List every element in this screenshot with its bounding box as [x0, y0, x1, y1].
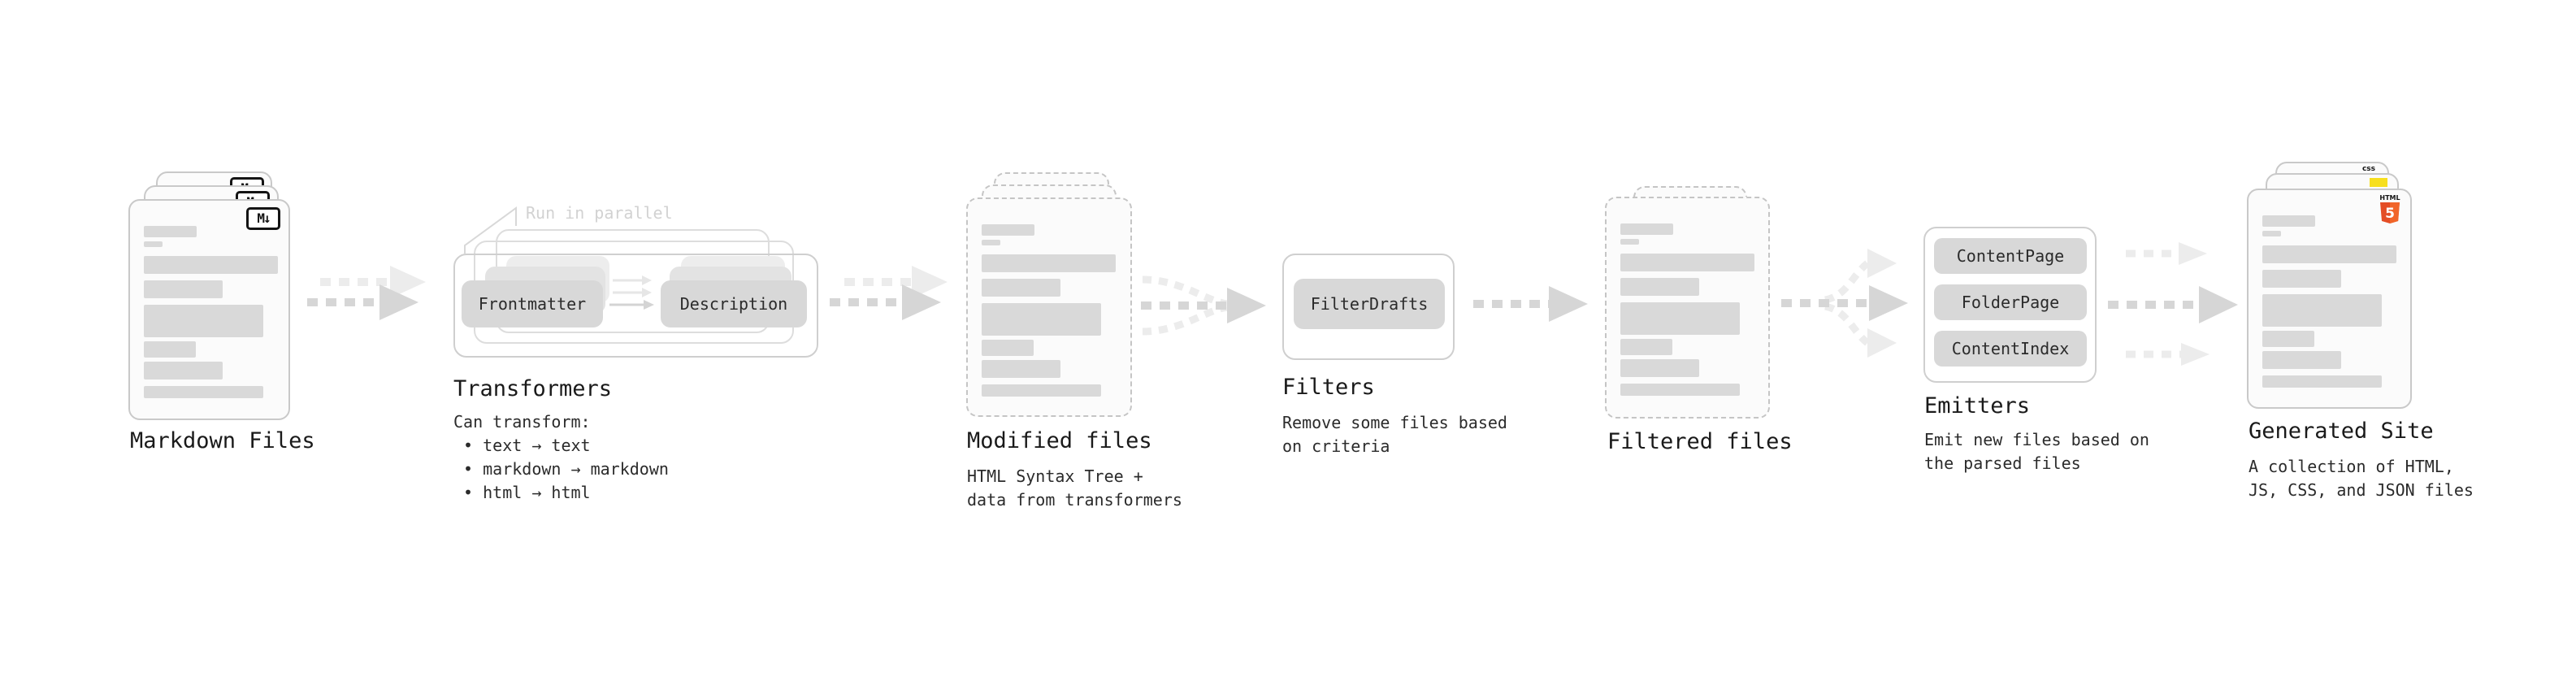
text-line-bar	[144, 362, 223, 380]
modified-file-card	[966, 197, 1132, 417]
markdown-files-title: Markdown Files	[130, 428, 315, 453]
transformers-title: Transformers	[453, 376, 613, 401]
parallel-arrows-emitters-to-generated	[2108, 242, 2238, 366]
filterdrafts-button: FilterDrafts	[1294, 279, 1445, 329]
contentpage-button: ContentPage	[1934, 238, 2087, 274]
text-line-bar	[1620, 302, 1740, 335]
svg-text:5: 5	[2385, 206, 2395, 222]
run-in-parallel-note: Run in parallel	[526, 203, 673, 223]
text-line-bar	[982, 340, 1034, 356]
emitters-title: Emitters	[1924, 393, 2031, 419]
text-line-bar	[982, 303, 1101, 336]
text-line-bar	[2262, 270, 2341, 288]
markdown-icon: M↓	[246, 207, 280, 230]
svg-text:HTML: HTML	[2379, 194, 2400, 202]
emitters-box	[1923, 227, 2097, 383]
generated-file-card: HTML 5	[2247, 189, 2412, 409]
html5-icon: HTML 5	[2379, 194, 2400, 223]
markdown-file-card: M↓	[128, 199, 290, 420]
mini-transform-arrows	[609, 275, 654, 310]
modified-files-title: Modified files	[967, 428, 1152, 453]
text-line-bar	[1620, 254, 1754, 271]
transformer-box	[453, 254, 818, 358]
text-line-bar	[982, 240, 1000, 245]
frontmatter-button: Frontmatter	[462, 280, 603, 327]
filters-description: Remove some files based on criteria	[1282, 413, 1507, 456]
text-line-bar	[2262, 351, 2341, 369]
generated-site-title: Generated Site	[2249, 419, 2434, 444]
text-line-bar	[1620, 384, 1740, 396]
text-line-bar	[144, 341, 196, 358]
filtered-file-card	[1605, 197, 1770, 419]
fan-in-arrow-modified-to-filters	[1141, 275, 1266, 336]
flow-arrow-transformers-to-modified	[830, 266, 948, 320]
text-line-bar	[144, 226, 197, 237]
emitters-description: Emit new files based on the parsed files	[1924, 430, 2149, 473]
flow-arrow-markdown-to-transformers	[307, 266, 426, 320]
text-line-bar	[144, 386, 263, 398]
folderpage-button: FolderPage	[1934, 284, 2087, 320]
text-line-bar	[982, 254, 1116, 272]
js-file-icon	[2370, 178, 2387, 187]
text-line-bar	[982, 384, 1101, 397]
filters-title: Filters	[1282, 375, 1375, 400]
generated-site-description: A collection of HTML, JS, CSS, and JSON …	[2249, 457, 2474, 500]
modified-files-description: HTML Syntax Tree + data from transformer…	[967, 466, 1182, 510]
text-line-bar	[144, 241, 163, 247]
text-line-bar	[144, 256, 278, 274]
transformers-description: Can transform: • text → text • markdown …	[453, 412, 669, 502]
text-line-bar	[2262, 375, 2382, 388]
text-line-bar	[2262, 294, 2382, 327]
filtered-files-title: Filtered files	[1607, 429, 1793, 454]
flow-arrow-filters-to-filtered	[1473, 286, 1588, 322]
text-line-bar	[2262, 215, 2315, 227]
text-line-bar	[1620, 278, 1699, 296]
text-line-bar	[2262, 245, 2396, 263]
filters-box	[1282, 254, 1455, 360]
note-connector-line	[464, 206, 517, 254]
text-line-bar	[2262, 331, 2314, 347]
text-line-bar	[1620, 223, 1673, 235]
text-line-bar	[1620, 239, 1639, 245]
description-button: Description	[661, 280, 807, 327]
text-line-bar	[982, 279, 1060, 297]
text-line-bar	[982, 224, 1034, 236]
contentindex-button: ContentIndex	[1934, 331, 2087, 367]
text-line-bar	[144, 305, 263, 337]
text-line-bar	[982, 360, 1060, 378]
text-line-bar	[1620, 339, 1672, 355]
fan-out-arrow-filtered-to-emitters	[1781, 249, 1908, 358]
text-line-bar	[144, 280, 223, 298]
text-line-bar	[1620, 359, 1699, 377]
text-line-bar	[2262, 231, 2281, 236]
